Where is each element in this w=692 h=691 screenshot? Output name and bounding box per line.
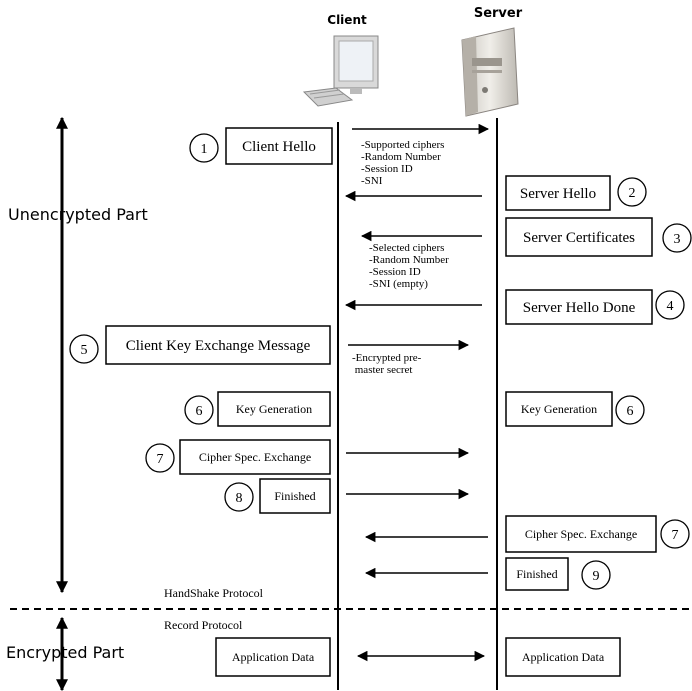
server-hello-box: [505, 175, 611, 211]
server-key-generation-label: Key Generation: [521, 402, 597, 416]
step-badge: [617, 177, 647, 207]
client-key-generation-box: [217, 391, 331, 427]
client-key-exchange-label: Client Key Exchange Message: [126, 338, 311, 354]
server-application-data-box: [505, 637, 621, 677]
step-number: 7: [157, 452, 164, 467]
server-key-generation-box: [505, 391, 613, 427]
unencrypted-label: Unencrypted Part: [8, 205, 148, 224]
step-number: 6: [196, 404, 203, 419]
client-hello-notes: -Supported ciphers -Random Number -Sessi…: [361, 139, 444, 187]
handshake-protocol-label: HandShake Protocol: [164, 586, 264, 600]
client-key-exchange-box: [105, 325, 331, 365]
server-hello-done-label: Server Hello Done: [523, 300, 636, 316]
step-badge: [69, 334, 99, 364]
step-badge: [581, 560, 611, 590]
server-cipher-spec-label: Cipher Spec. Exchange: [525, 527, 637, 541]
note-line: -SNI: [361, 175, 383, 187]
note-line: -Selected ciphers: [369, 242, 444, 254]
server-application-data-label: Application Data: [522, 650, 605, 664]
computer-icon: [302, 35, 379, 107]
step-number: 7: [672, 528, 679, 543]
note-line: -Supported ciphers: [361, 139, 444, 151]
step-badge: [224, 482, 254, 512]
step-number: 6: [627, 404, 634, 419]
key-exchange-notes: -Encrypted pre- master secret: [352, 352, 422, 376]
step-badge: [662, 223, 692, 253]
note-line: -Session ID: [369, 266, 421, 278]
step-number: 3: [674, 232, 681, 247]
client-hello-box: [225, 127, 333, 165]
step-badge: [615, 395, 645, 425]
client-finished-label: Finished: [274, 489, 315, 503]
server-hello-notes: -Selected ciphers -Random Number -Sessio…: [369, 242, 449, 290]
note-line: -Encrypted pre-: [352, 352, 422, 364]
server-certificates-box: [505, 217, 653, 257]
step-number: 8: [236, 491, 243, 506]
server-header: Server: [474, 6, 523, 21]
step-number: 4: [667, 299, 674, 314]
client-application-data-box: [215, 637, 331, 677]
client-cipher-spec-label: Cipher Spec. Exchange: [199, 450, 311, 464]
server-hello-done-box: [505, 289, 653, 325]
note-line: -Random Number: [361, 151, 441, 163]
server-finished-label: Finished: [516, 567, 557, 581]
step-number: 5: [81, 343, 88, 358]
note-line: -SNI (empty): [369, 278, 428, 290]
client-key-generation-label: Key Generation: [236, 402, 312, 416]
server-cipher-spec-box: [505, 515, 657, 553]
client-hello-label: Client Hello: [242, 139, 316, 155]
client-cipher-spec-box: [179, 439, 331, 475]
step-badge: [184, 395, 214, 425]
step-number: 1: [201, 142, 208, 157]
step-badge: [189, 133, 219, 163]
step-badge: [660, 519, 690, 549]
step-number: 9: [593, 569, 600, 584]
client-application-data-label: Application Data: [232, 650, 315, 664]
server-finished-box: [505, 557, 569, 591]
server-icon: [461, 27, 519, 117]
note-line: -Random Number: [369, 254, 449, 266]
step-badge: [145, 443, 175, 473]
encrypted-label: Encrypted Part: [6, 643, 124, 662]
step-badge: [655, 290, 685, 320]
server-hello-label: Server Hello: [520, 186, 596, 202]
server-certificates-label: Server Certificates: [523, 230, 635, 246]
record-protocol-label: Record Protocol: [164, 618, 243, 632]
note-line: -Session ID: [361, 163, 413, 175]
client-finished-box: [259, 478, 331, 514]
note-line: master secret: [352, 364, 412, 376]
step-number: 2: [629, 186, 636, 201]
client-header: Client: [327, 13, 367, 27]
